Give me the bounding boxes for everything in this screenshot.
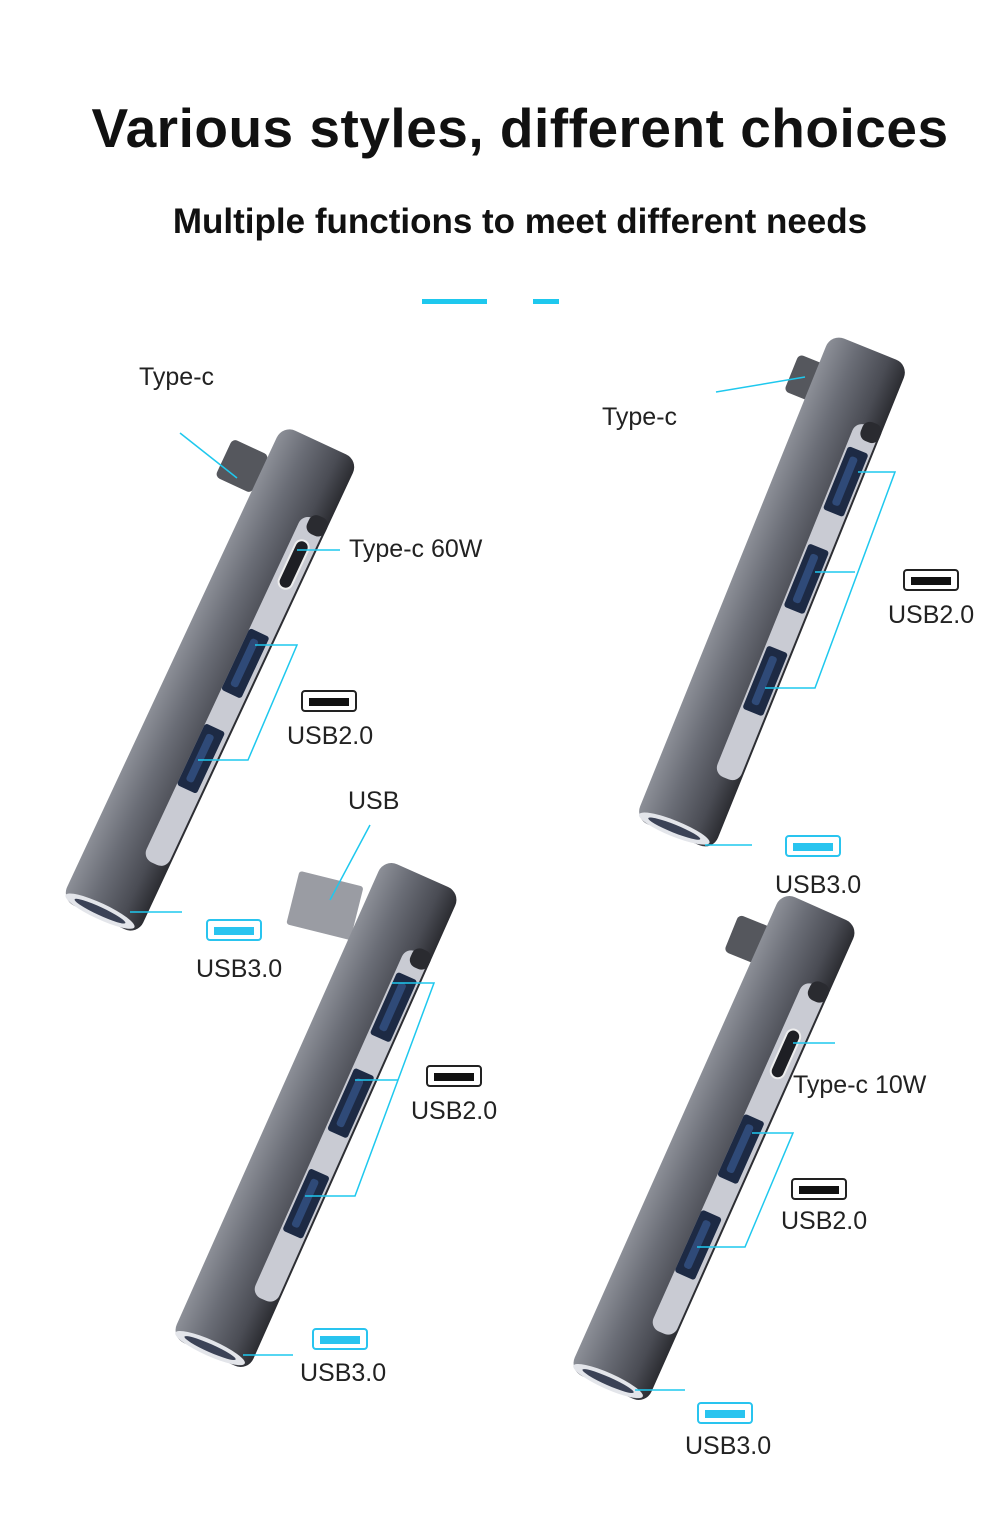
- page-subtitle: Multiple functions to meet different nee…: [172, 202, 868, 241]
- label-usb3: USB3.0: [196, 955, 283, 983]
- label-usb2: USB2.0: [888, 601, 975, 629]
- label-usb2: USB2.0: [781, 1207, 868, 1235]
- label-pd-port: Type-c 60W: [349, 535, 483, 563]
- label-usb2: USB2.0: [287, 722, 374, 750]
- usb-port-icon: [791, 1178, 847, 1200]
- usb3-port-icon: [785, 835, 841, 857]
- usb3-port-icon: [206, 919, 262, 941]
- page-title: Various styles, different choices: [91, 97, 949, 159]
- label-connector: Type-c: [602, 403, 678, 431]
- label-usb3: USB3.0: [775, 871, 862, 899]
- usb-port-icon: [301, 690, 357, 712]
- label-usb3: USB3.0: [300, 1359, 387, 1387]
- hub-4: [568, 891, 859, 1407]
- label-connector: USB: [348, 787, 400, 815]
- label-connector: Type-c: [139, 363, 215, 391]
- callout-lines: [130, 376, 897, 1391]
- label-usb2: USB2.0: [411, 1097, 498, 1125]
- label-usb3: USB3.0: [685, 1432, 772, 1460]
- usb-port-icon: [903, 569, 959, 591]
- hub-1: [60, 424, 359, 938]
- hub-3: [170, 858, 461, 1374]
- accent-bar: [422, 299, 487, 304]
- accent-bar: [533, 299, 559, 304]
- label-pd-port: Type-c 10W: [793, 1071, 927, 1099]
- usb3-port-icon: [697, 1402, 753, 1424]
- hub-2: [634, 333, 910, 853]
- usb-port-icon: [426, 1065, 482, 1087]
- usb3-port-icon: [312, 1328, 368, 1350]
